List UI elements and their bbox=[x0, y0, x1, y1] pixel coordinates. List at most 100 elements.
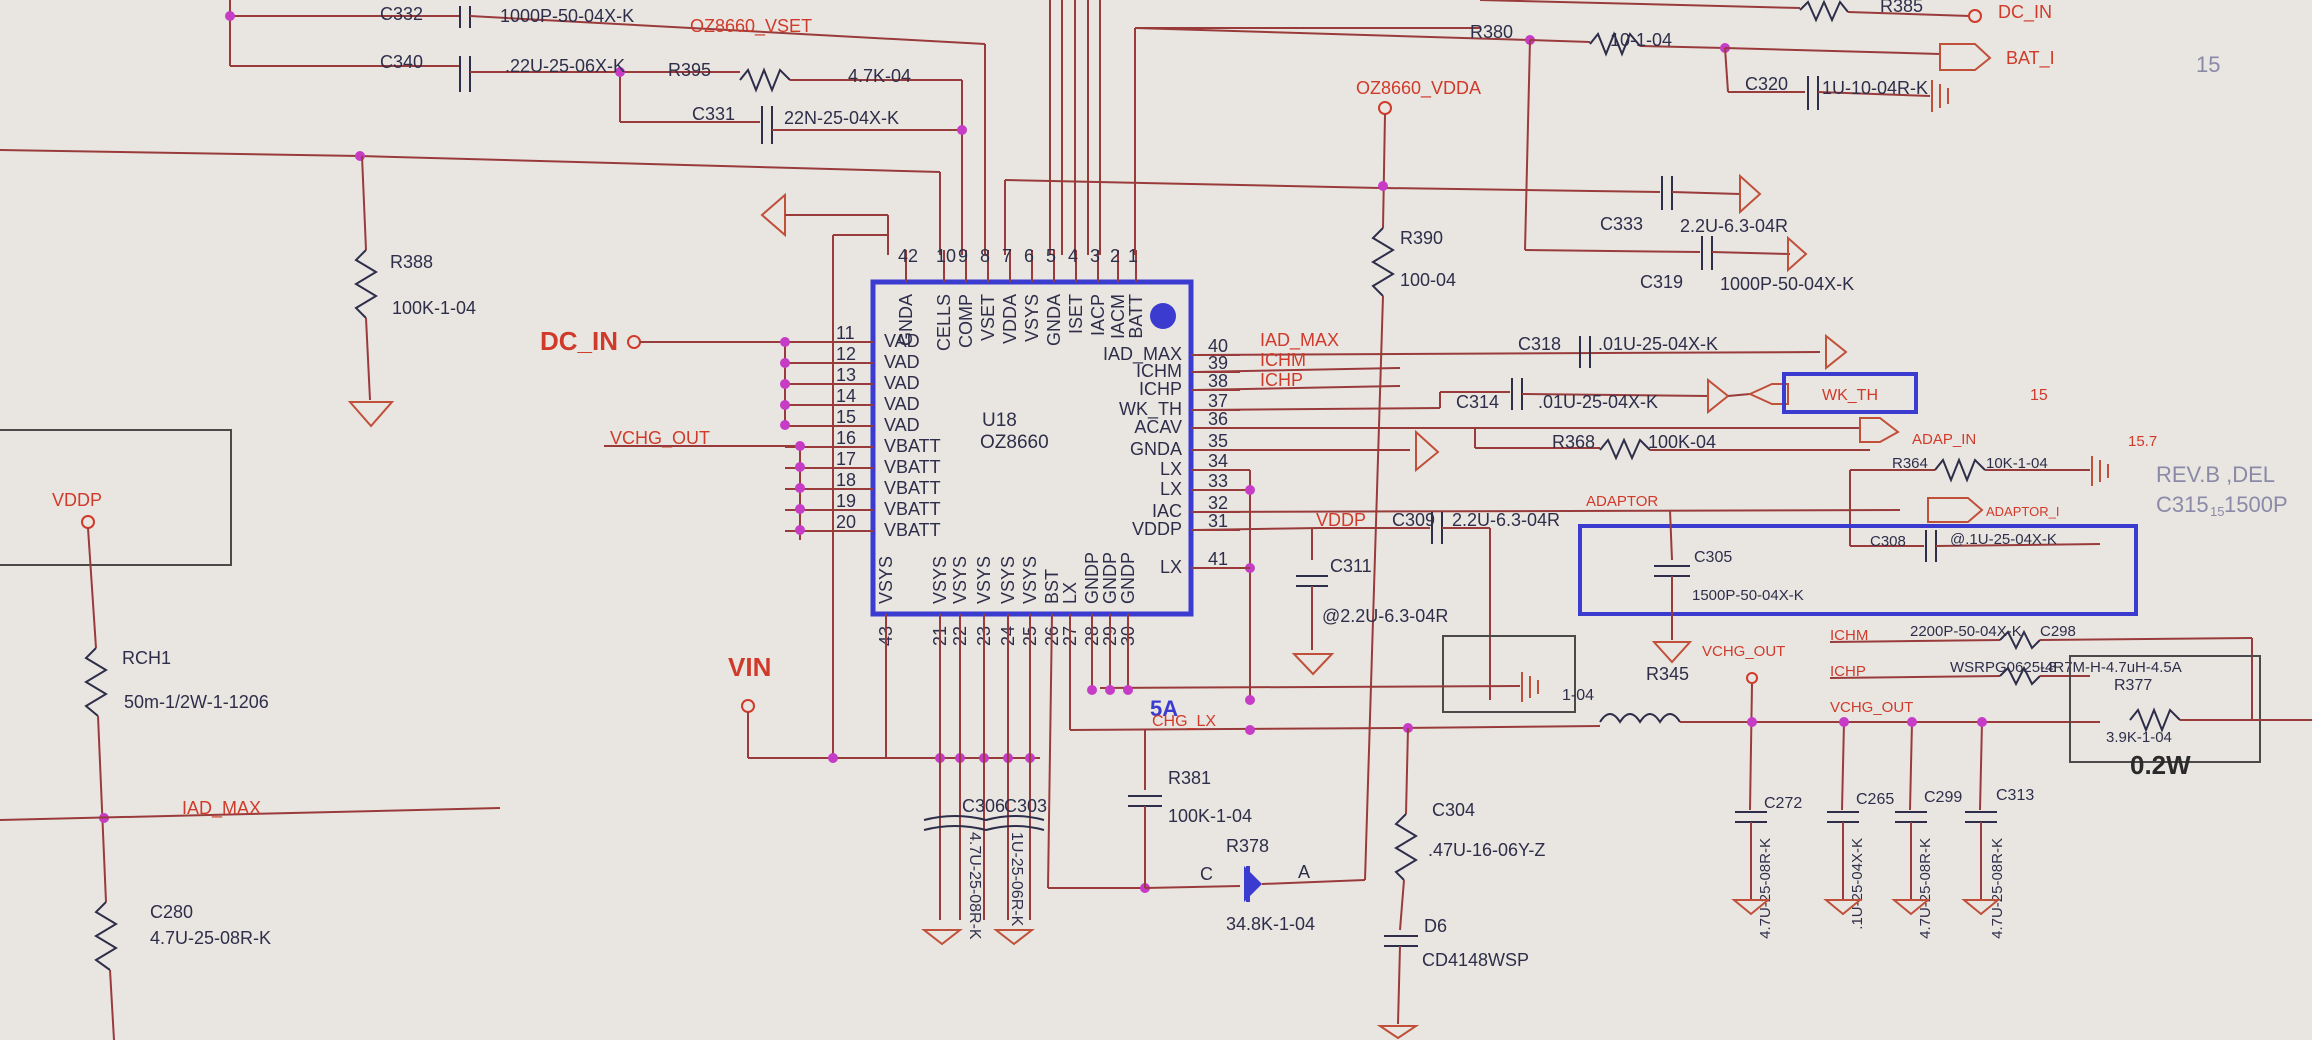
ic-right-pin-name: GNDA bbox=[1130, 439, 1182, 459]
ic-top-pin-name: VSYS bbox=[1022, 294, 1042, 342]
ic-top-pin-number: 8 bbox=[980, 246, 990, 266]
ic-right-pin-number: 34 bbox=[1208, 451, 1228, 471]
net-ichp-bottom: ICHP bbox=[1830, 663, 1866, 680]
ic-bottom-pin-name: VSYS bbox=[998, 556, 1018, 604]
ic-right-pin-name: VDDP bbox=[1132, 519, 1182, 539]
ic-top-pin-name: CELLS bbox=[934, 294, 954, 351]
ic-bottom-pin-name: GNDP bbox=[1100, 552, 1120, 604]
net-wk-th: WK_TH bbox=[1822, 387, 1878, 404]
left-inputs: DC_IN VCHG_OUT bbox=[540, 326, 805, 540]
wk-th-highlight bbox=[1782, 372, 1918, 414]
r345-network: C304 .47U-16-06Y-Z D6 CD4148WSP bbox=[1376, 723, 1601, 1040]
ic-top-pin-number: 10 bbox=[936, 246, 956, 266]
c299-ref: C313 bbox=[1996, 787, 2034, 804]
c314-ref: C314 bbox=[1456, 392, 1499, 412]
c272-value: .1U-25-04X-K bbox=[1849, 838, 1866, 930]
ic-right-pin-number: 35 bbox=[1208, 431, 1228, 451]
ic-top-pin-name: COMP bbox=[956, 294, 976, 348]
ic-right-pin-number: 38 bbox=[1208, 371, 1228, 391]
c318-value: .01U-25-04X-K bbox=[1598, 334, 1718, 354]
c305-ref: C305 bbox=[1694, 549, 1732, 566]
c333-ref: C333 bbox=[1600, 214, 1643, 234]
ic-top-pin-number: 1 bbox=[1128, 246, 1138, 266]
ic-left-pin-name: VAD bbox=[884, 373, 920, 393]
ic-bottom-pin-name: VSYS bbox=[950, 556, 970, 604]
r345-ref: C304 bbox=[1432, 800, 1475, 820]
c311-value: @2.2U-6.3-04R bbox=[1322, 606, 1448, 626]
ic-top-pin-name: IACP bbox=[1088, 294, 1108, 336]
ic-bottom-pin-name: VSYS bbox=[974, 556, 994, 604]
ic-top-pin-name: BATT bbox=[1126, 294, 1146, 339]
c340-value: .22U-25-06X-K bbox=[505, 56, 625, 76]
c304-ref: R381 bbox=[1168, 768, 1211, 788]
ic-right-pin-name: ICHP bbox=[1139, 379, 1182, 399]
ic-left-pin-number: 11 bbox=[836, 323, 855, 343]
ic-bottom-pin-name: VSYS bbox=[876, 556, 896, 604]
ic-right-pin-number: 32 bbox=[1208, 493, 1228, 513]
r395-ref: R395 bbox=[668, 60, 711, 80]
vin-network: VIN bbox=[728, 652, 1040, 763]
annotation-0-2w: 0.2W bbox=[2130, 750, 2191, 780]
ic-right-pin-number: 37 bbox=[1208, 391, 1228, 411]
c305-value: 1500P-50-04X-K bbox=[1692, 587, 1804, 604]
r345-value: .47U-16-06Y-Z bbox=[1428, 840, 1545, 860]
ic-bottom-pin-name: VSYS bbox=[1020, 556, 1040, 604]
r368-value: 100K-04 bbox=[1648, 432, 1716, 452]
net-ichm-right: ICHM bbox=[1260, 350, 1306, 370]
ic-right-pin-name: ACAV bbox=[1134, 417, 1182, 437]
ic-top-pin-name: GNDA bbox=[896, 294, 916, 346]
annotation-rev: REV.B ,DEL bbox=[2156, 462, 2275, 487]
net-adap-in: ADAP_IN bbox=[1912, 431, 1976, 448]
ic-top-pin-name: GNDA bbox=[1044, 294, 1064, 346]
ic-left-pin-name: VAD bbox=[884, 415, 920, 435]
ic-top-pin-name: IACM bbox=[1108, 294, 1128, 339]
r395-value: 4.7K-04 bbox=[848, 66, 911, 86]
ic-right-pin-number: 40 bbox=[1208, 336, 1228, 356]
c298-value: CD4148WSP bbox=[1422, 950, 1529, 970]
gnda-net bbox=[760, 192, 889, 760]
ic-left-pin-name: VAD bbox=[884, 331, 920, 351]
net-vin: VIN bbox=[728, 652, 771, 682]
net-bat-i: BAT_I bbox=[2006, 48, 2055, 69]
ic-left-pin-name: VBATT bbox=[884, 520, 941, 540]
annotation-rev-line2: C315 bbox=[2156, 492, 2209, 517]
c280-ref: C272 bbox=[1764, 795, 1802, 812]
r364-value: 10K-1-04 bbox=[1986, 455, 2048, 472]
diode-anode-label: A bbox=[1298, 862, 1310, 882]
ic-left-pin-name: VAD bbox=[884, 394, 920, 414]
ic-left-pin-number: 13 bbox=[836, 365, 856, 385]
output-network: R345 1-04 VCHG_OUT ICHM 2200P-50-04X-K C… bbox=[1562, 623, 2312, 939]
c319-ref: C319 bbox=[1640, 272, 1683, 292]
ic-top-pin-number: 3 bbox=[1090, 246, 1100, 266]
ic-bottom-pin-name: GNDP bbox=[1118, 552, 1138, 604]
ic-top-pin-number: 6 bbox=[1024, 246, 1034, 266]
net-vchg-out-bottom: VCHG_OUT bbox=[1830, 699, 1913, 716]
ic-right-pin-number: 36 bbox=[1208, 409, 1228, 429]
ic-right-pin-name: ICHM bbox=[1136, 361, 1182, 381]
ic-left-pin-number: 16 bbox=[836, 428, 856, 448]
net-iad-max-right: IAD_MAX bbox=[1260, 330, 1339, 351]
net-ichm-bottom: ICHM bbox=[1830, 627, 1868, 644]
annotation-15-7: 15.7 bbox=[2128, 433, 2157, 450]
ic-top-pin-number: 42 bbox=[898, 246, 918, 266]
ic-top-pin-number: 7 bbox=[1002, 246, 1012, 266]
ic-right-pin-name: IAD_MAX bbox=[1103, 344, 1182, 365]
annotation-rev-line2-val: 1500P bbox=[2224, 492, 2288, 517]
c320-ref: C320 bbox=[1745, 74, 1788, 94]
top-left-network: C332 1000P-50-04X-K OZ8660_VSET C340 .22… bbox=[225, 0, 986, 255]
c332-value: 1000P-50-04X-K bbox=[500, 6, 634, 26]
c308-value: @.1U-25-04X-K bbox=[1950, 531, 2057, 548]
c314-value: .01U-25-04X-K bbox=[1538, 392, 1658, 412]
ic-right-pin-name: LX bbox=[1160, 459, 1182, 479]
ic-left-pin-name: VBATT bbox=[884, 457, 941, 477]
ic-right-pin-number: 39 bbox=[1208, 353, 1228, 373]
ic-left-pin-number: 14 bbox=[836, 386, 856, 406]
r378-ref: C280 bbox=[150, 902, 193, 922]
ic-u18: U18 OZ8660 42GNDA10CELLS9COMP8VSET7VDDA6… bbox=[785, 246, 1240, 646]
ic-bottom-pin-name: BST bbox=[1042, 569, 1062, 604]
net-dc-in: DC_IN bbox=[540, 326, 618, 356]
adaptor-network: R364 10K-1-04 C305 1500P-50-04X-K C308 @… bbox=[1578, 455, 2288, 664]
ic-left-pin-number: 12 bbox=[836, 344, 856, 364]
annotation-15-b: 15 bbox=[2030, 387, 2048, 404]
